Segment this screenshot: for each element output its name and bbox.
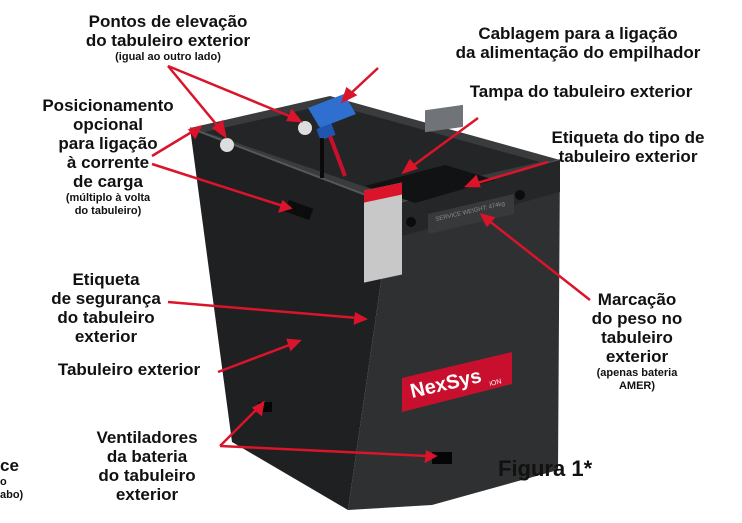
label-note: (múltiplo à volta <box>65 192 151 205</box>
label-text: Posicionamento <box>42 96 174 115</box>
label-fans: Ventiladores da bateria do tabuleiro ext… <box>62 428 232 504</box>
label-text: Ventiladores <box>96 428 198 447</box>
label-text: opcional <box>73 115 143 135</box>
figure-caption: Figura 1* <box>498 456 593 481</box>
fan-left <box>258 402 272 412</box>
label-note: abo) <box>0 489 24 502</box>
label-safety: Etiqueta de segurança do tabuleiro exter… <box>16 270 196 346</box>
type-label-plate <box>425 104 463 133</box>
label-text: tabuleiro exterior <box>558 147 698 167</box>
label-cabling: Cablagem para a ligação da alimentação d… <box>428 24 728 62</box>
label-type: Etiqueta do tipo de tabuleiro exterior <box>528 128 728 166</box>
label-text: exterior <box>74 327 138 347</box>
side-handle-slot <box>284 199 314 221</box>
label-note: (igual ao outro lado) <box>115 51 221 64</box>
tray-left-face <box>190 128 392 510</box>
label-weight-marking: Marcação do peso no tabuleiro exterior (… <box>562 290 712 393</box>
label-text: da bateria <box>106 447 188 467</box>
label-outer-tray: Tabuleiro exterior <box>34 360 224 379</box>
label-text: de segurança <box>51 289 161 309</box>
label-text: para ligação <box>58 134 158 154</box>
label-text: Tabuleiro exterior <box>57 360 201 379</box>
handle-hole <box>406 217 416 227</box>
cable-red <box>328 135 347 177</box>
pointer-arrows <box>151 64 591 464</box>
safety-label-header <box>364 182 402 203</box>
fan-right <box>432 452 452 464</box>
label-text: Marcação <box>597 290 677 309</box>
handle-hole <box>515 190 525 200</box>
label-text: do tabuleiro <box>98 466 196 486</box>
label-note: do tabuleiro) <box>74 205 142 218</box>
label-text: Tampa do tabuleiro exterior <box>469 82 693 101</box>
lift-point-right <box>298 121 312 135</box>
label-cut-left: ce o abo) <box>0 456 40 502</box>
label-text: da alimentação do empilhador <box>455 43 701 63</box>
brand-badge <box>402 352 512 412</box>
label-text: Cablagem para a ligação <box>478 24 678 43</box>
label-text: Etiqueta <box>72 270 140 289</box>
safety-label-sticker <box>364 182 402 283</box>
label-text: à corrente <box>66 153 150 173</box>
label-text: ce <box>0 456 19 475</box>
label-text: exterior <box>605 347 669 367</box>
label-text: do tabuleiro exterior <box>85 31 251 51</box>
label-text: tabuleiro <box>601 328 673 348</box>
weight-plate <box>428 194 514 234</box>
label-text: Pontos de elevação <box>88 12 248 31</box>
label-text: de carga <box>73 172 143 192</box>
lift-point-left <box>220 138 234 152</box>
label-text: do tabuleiro <box>57 308 155 328</box>
label-lift-points: Pontos de elevação do tabuleiro exterior… <box>58 12 278 63</box>
label-lid: Tampa do tabuleiro exterior <box>436 82 726 101</box>
brand-suffix: iON <box>489 378 502 388</box>
blue-connector <box>308 94 356 128</box>
label-text: do peso no <box>591 309 683 329</box>
label-note: AMER) <box>618 380 656 393</box>
label-charge-position: Posicionamento opcional para ligação à c… <box>18 96 198 218</box>
label-text: Etiqueta do tipo de <box>551 128 705 147</box>
label-note: o <box>0 476 7 489</box>
label-note: (apenas bateria <box>596 367 678 380</box>
label-text: exterior <box>115 485 179 505</box>
